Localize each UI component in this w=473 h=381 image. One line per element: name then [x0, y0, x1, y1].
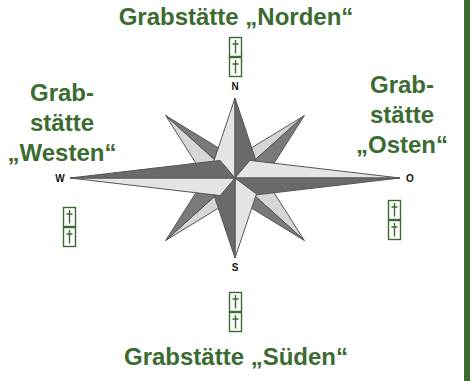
compass-letter: S [232, 262, 239, 274]
site-title: Grabstätte „Norden“ [119, 2, 354, 32]
side-bar [464, 0, 470, 381]
site-title: Grab- stätte „Westen“ [3, 78, 121, 168]
grave-symbol [230, 58, 242, 77]
compass-letter: W [55, 173, 64, 185]
compass-letter: N [231, 81, 238, 93]
site-title: Grabstätte „Süden“ [124, 342, 348, 372]
grave-symbols [64, 38, 401, 332]
compass-letter: O [406, 173, 414, 185]
site-title: Grab- stätte „Osten“ [343, 70, 461, 160]
compass-rose [70, 98, 400, 258]
grave-symbol [230, 293, 242, 312]
grave-symbol [230, 38, 242, 57]
grave-symbol [64, 208, 76, 227]
grave-symbol [389, 201, 401, 220]
grave-symbol [230, 313, 242, 332]
grave-symbol [389, 221, 401, 240]
grave-symbol [64, 228, 76, 247]
